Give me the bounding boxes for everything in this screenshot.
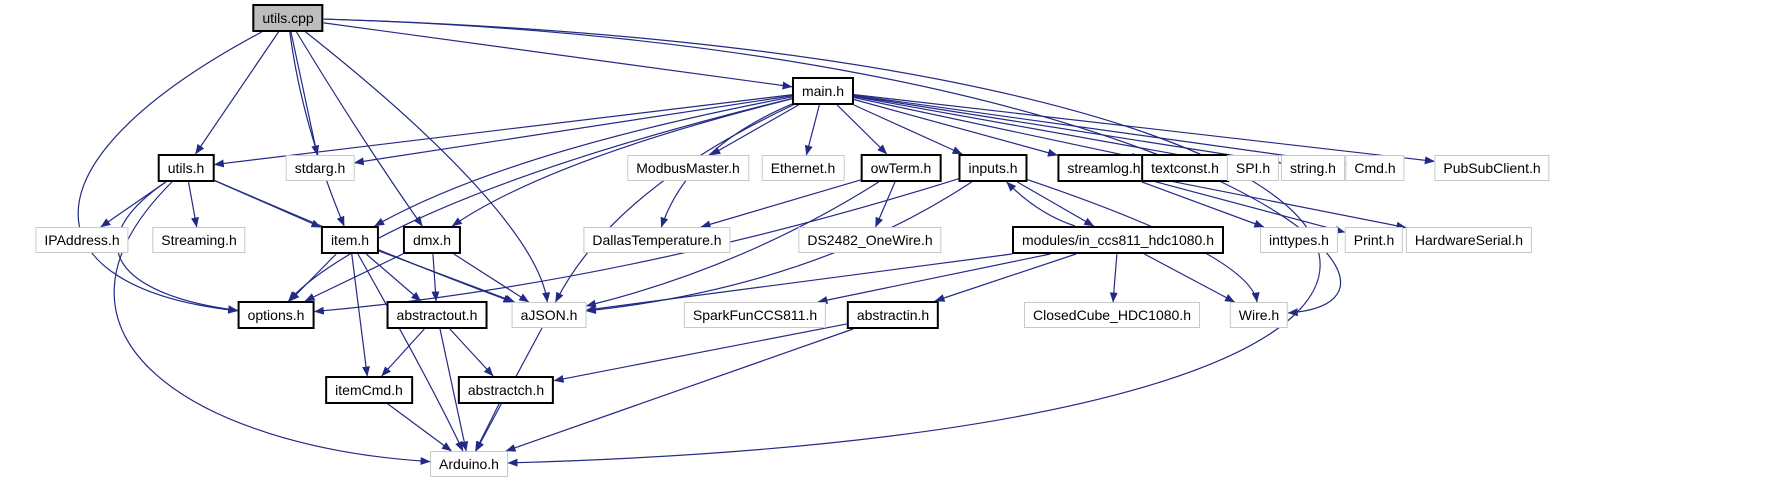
edge-utils_h-to-options_h [116,181,239,314]
edge-utils_cpp-to-utils_h [195,31,279,155]
node-ethernet_h: Ethernet.h [761,155,845,181]
node-ipaddress_h: IPAddress.h [35,227,129,253]
edge-dmx_h-to-options_h [304,253,404,302]
node-owterm_h[interactable]: owTerm.h [860,154,942,182]
edge-main_h-to-string_h [853,95,1282,166]
edge-item_h-to-abstractout_h [365,253,422,302]
edge-main_h-to-item_h [374,96,793,227]
node-modules_in_ccs811_hdc1080_h[interactable]: modules/in_ccs811_hdc1080.h [1012,226,1224,254]
edge-dmx_h-to-abstractout_h [431,253,440,302]
node-spi_h: SPI.h [1226,155,1280,181]
edge-utils_cpp-to-stdarg_h [290,31,320,156]
edge-abstractin_h-to-abstractch_h [553,323,847,383]
edge-main_h-to-modbusmaster_h [710,104,799,156]
edge-main_h-to-textconst_h [853,97,1142,161]
edge-item_h-to-options_h [289,253,337,302]
node-stdarg_h: stdarg.h [285,155,355,181]
edge-modules_in_ccs811_hdc1080_h-to-closedcube_hdc1080_h [1109,253,1118,303]
node-string_h: string.h [1281,155,1345,181]
edge-utils_cpp-to-dmx_h [295,31,423,227]
edge-owterm_h-to-ds2482_onewire_h [875,181,896,228]
node-abstractch_h[interactable]: abstractch.h [457,376,555,404]
node-abstractout_h[interactable]: abstractout.h [386,301,488,329]
edge-main_h-to-inputs_h [853,104,963,155]
edge-modules_in_ccs811_hdc1080_h-to-wire_h [1144,253,1236,303]
edge-modules_in_ccs811_hdc1080_h-to-inputs_h [1006,181,1076,227]
node-cmd_h: Cmd.h [1345,155,1405,181]
edge-main_h-to-dmx_h [451,98,793,227]
edge-modules_in_ccs811_hdc1080_h-to-ajson_h [585,253,1013,313]
edge-abstractout_h-to-arduino_h [439,328,469,452]
node-streaming_h: Streaming.h [152,227,246,253]
node-utils_cpp: utils.cpp [252,4,324,32]
edge-item_h-to-itemcmd_h [351,253,371,377]
edge-item_h-to-ajson_h [378,250,515,303]
node-dmx_h[interactable]: dmx.h [402,226,462,254]
edge-utils_cpp-to-options_h [77,31,262,314]
edge-streamlog_h-to-inttypes_h [1141,181,1265,228]
edge-owterm_h-to-ajson_h [585,181,880,308]
edge-item_h-to-arduino_h [357,253,464,452]
edge-main_h-to-owterm_h [836,104,888,155]
edge-abstractch_h-to-arduino_h [474,403,500,452]
node-item_h[interactable]: item.h [320,226,380,254]
edge-streamlog_h-to-hardwareserial_h [1150,176,1407,230]
edge-main_h-to-ajson_h [555,104,794,303]
node-ajson_h: aJSON.h [511,302,587,328]
node-abstractin_h[interactable]: abstractin.h [846,301,940,329]
edge-itemcmd_h-to-arduino_h [387,403,452,452]
node-main_h[interactable]: main.h [791,77,855,105]
node-wire_h: Wire.h [1229,302,1289,328]
node-inttypes_h: inttypes.h [1260,227,1338,253]
edge-utils_cpp-to-item_h [289,31,345,227]
node-options_h[interactable]: options.h [237,301,315,329]
edge-inputs_h-to-ajson_h [585,181,973,314]
edge-main_h-to-pubsubclient_h [853,93,1435,165]
node-closedcube_hdc1080_h: ClosedCube_HDC1080.h [1024,302,1200,328]
edge-abstractout_h-to-abstractch_h [449,328,494,377]
node-inputs_h[interactable]: inputs.h [958,154,1028,182]
node-print_h: Print.h [1344,227,1404,253]
edge-main_h-to-options_h [288,97,793,302]
edge-abstractout_h-to-itemcmd_h [381,328,425,377]
edge-main_h-to-cmd_h [853,94,1346,167]
node-pubsubclient_h: PubSubClient.h [1434,155,1550,181]
edge-utils_h-to-streaming_h [187,181,199,228]
node-textconst_h[interactable]: textconst.h [1141,154,1229,182]
node-modbusmaster_h: ModbusMaster.h [627,155,749,181]
edge-abstractin_h-to-arduino_h [505,328,854,452]
edge-modules_in_ccs811_hdc1080_h-to-abstractin_h [934,253,1077,302]
node-dallastemperature_h: DallasTemperature.h [583,227,731,253]
edge-utils_cpp-to-main_h [323,22,793,90]
edge-modules_in_ccs811_hdc1080_h-to-sparkfunccs811_h [817,253,1051,304]
edge-main_h-to-stdarg_h [353,95,793,166]
node-sparkfunccs811_h: SparkFunCCS811.h [683,302,827,328]
node-utils_h[interactable]: utils.h [157,154,215,182]
edge-owterm_h-to-dallastemperature_h [700,179,861,229]
edge-main_h-to-streamlog_h [853,98,1058,157]
node-arduino_h: Arduino.h [430,451,508,477]
edge-main_h-to-spi_h [853,95,1228,166]
edge-dmx_h-to-ajson_h [453,253,530,303]
node-hardwareserial_h: HardwareSerial.h [1405,227,1533,253]
edge-main_h-to-ethernet_h [804,104,820,156]
node-streamlog_h[interactable]: streamlog.h [1057,154,1151,182]
edge-streamlog_h-to-print_h [1150,179,1346,234]
edge-utils_cpp-to-ajson_h [305,31,551,303]
edge-inputs_h-to-modules_in_ccs811_hdc1080_h [1017,181,1095,227]
node-itemcmd_h[interactable]: itemCmd.h [325,376,413,404]
node-ds2482_onewire_h: DS2482_OneWire.h [798,227,942,253]
edge-main_h-to-utils_h [213,94,793,168]
